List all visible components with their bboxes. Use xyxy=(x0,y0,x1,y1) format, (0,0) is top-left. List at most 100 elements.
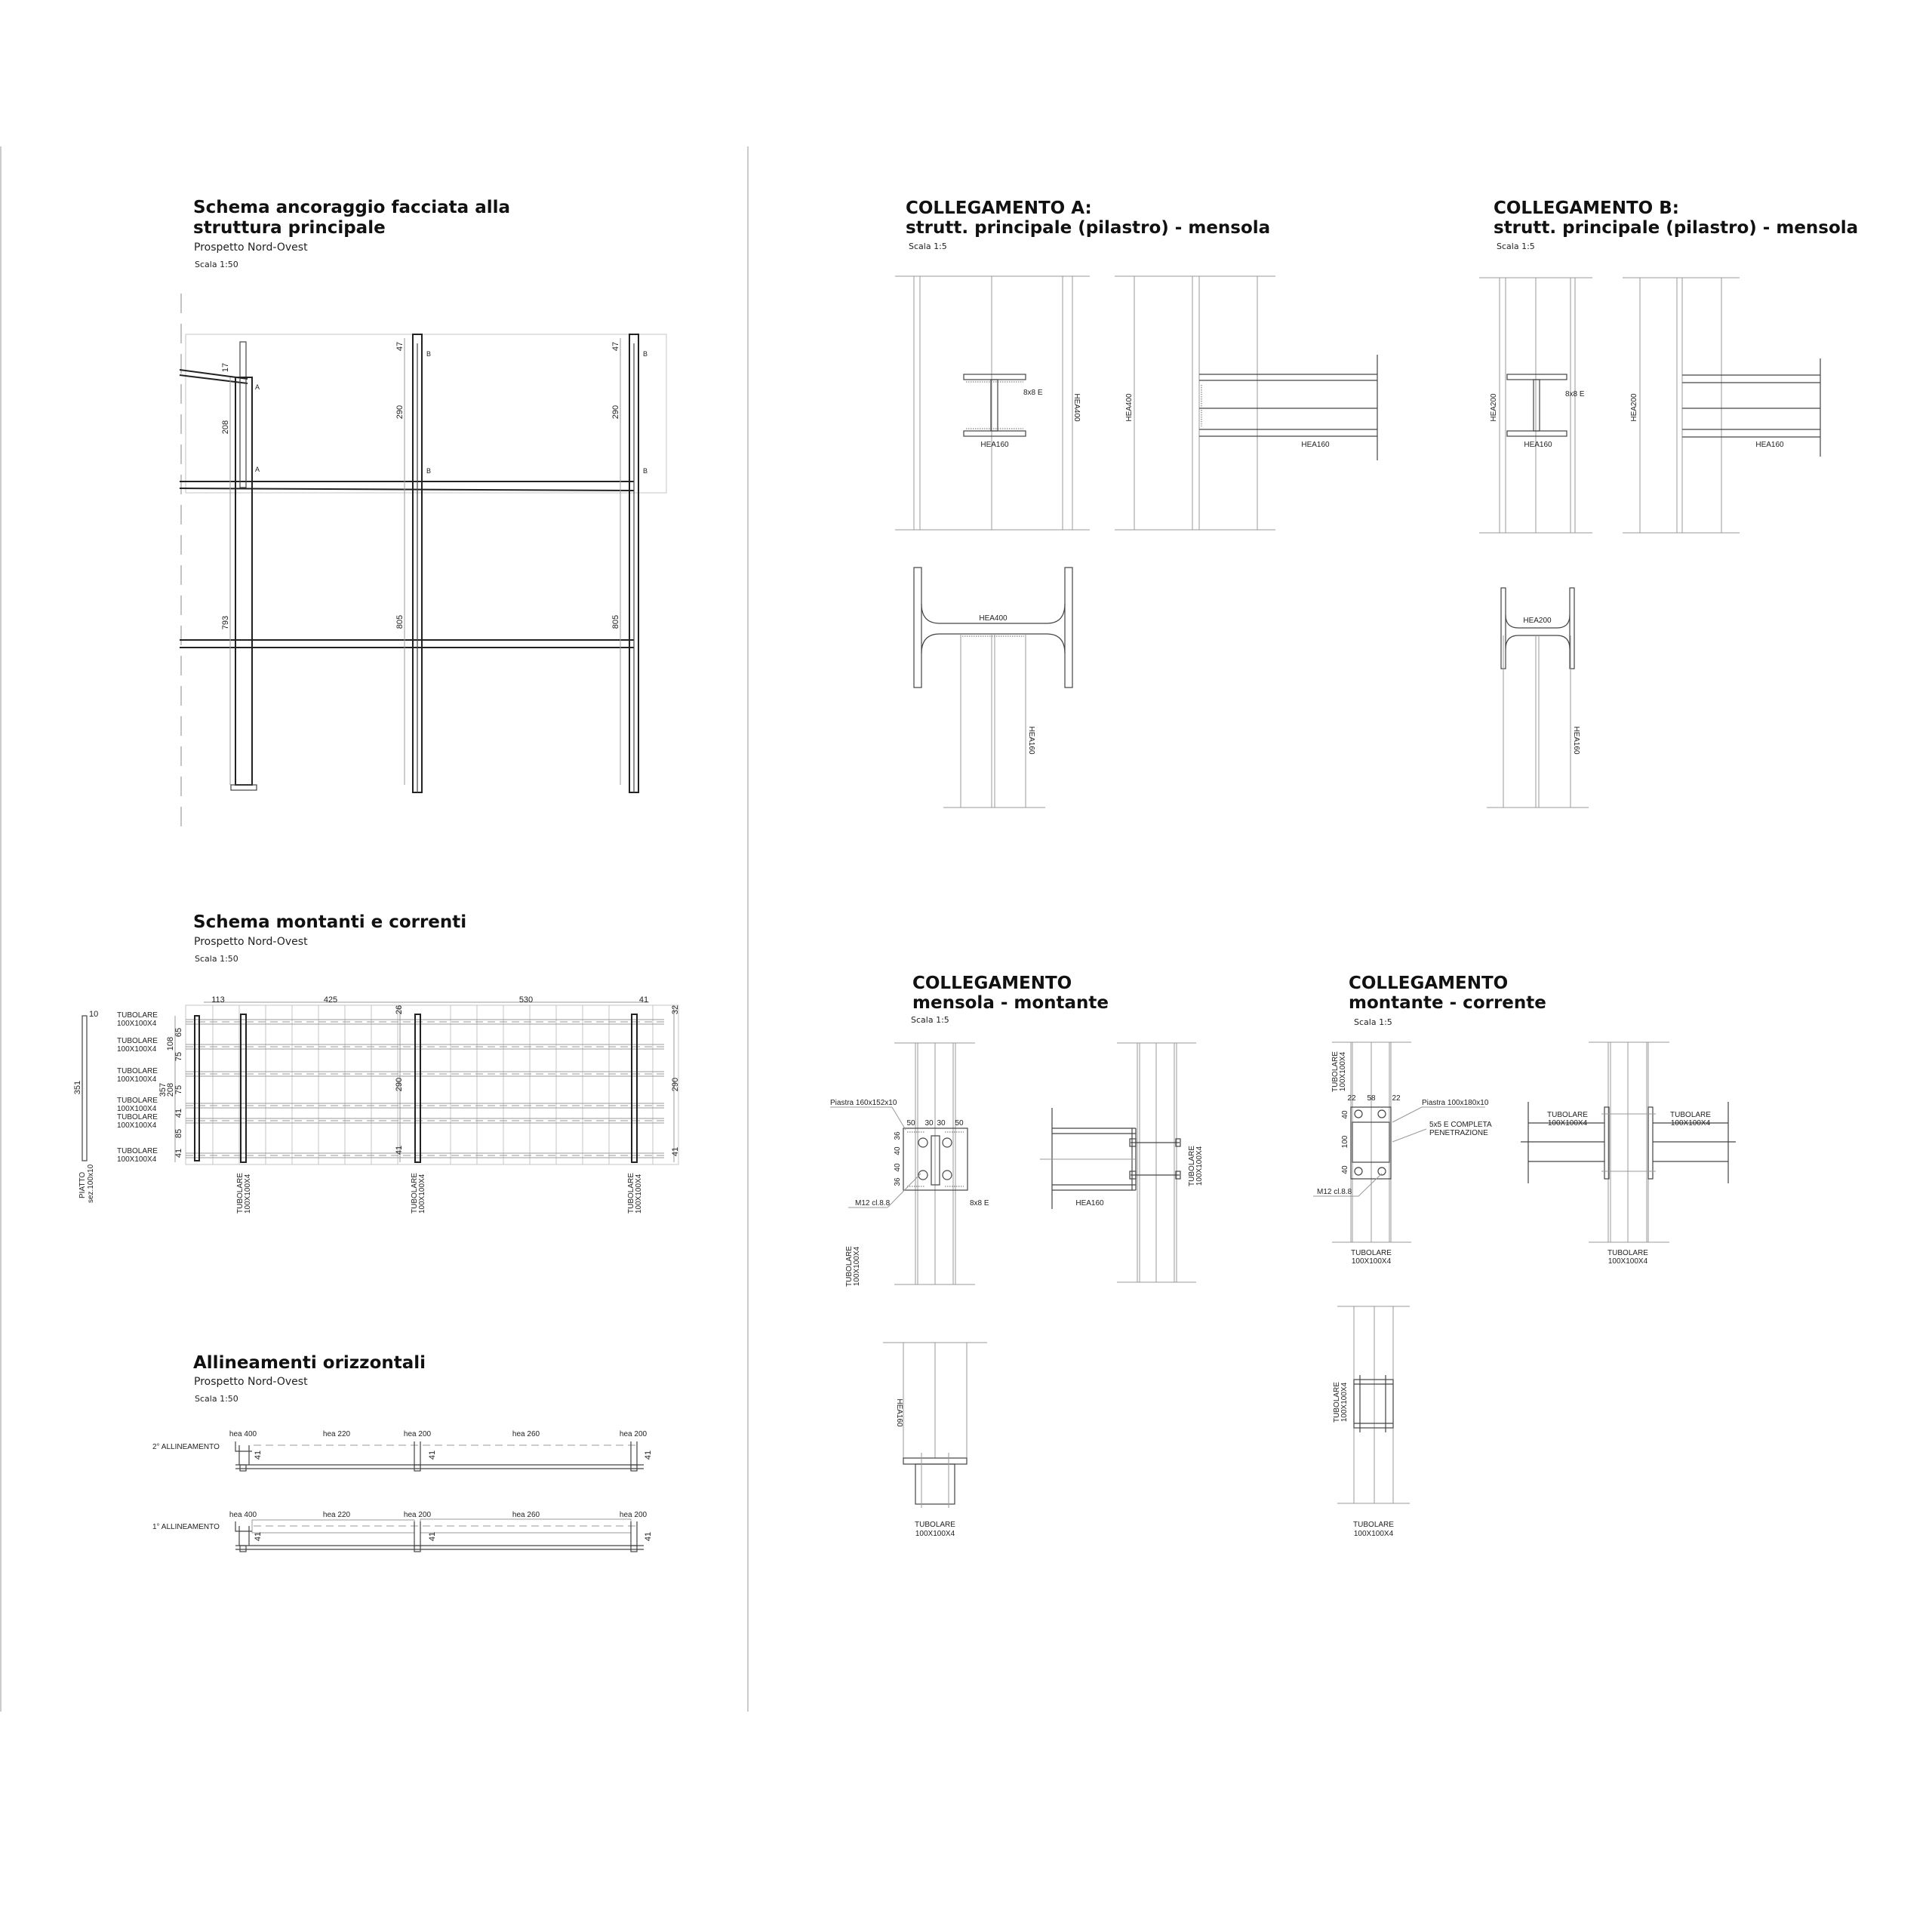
weld-label: 5x5 E COMPLETA xyxy=(1429,1121,1492,1129)
dimension-label: 10 xyxy=(89,1010,98,1019)
panel-anchorage: Schema ancoraggio facciata alla struttur… xyxy=(179,198,667,832)
dimension-label: 530 xyxy=(519,995,533,1004)
detail-title: strutt. principale (pilastro) - mensola xyxy=(1494,218,1858,238)
panel-title: Allineamenti orizzontali xyxy=(193,1353,426,1373)
rail-label: TUBOLARE xyxy=(117,1113,158,1121)
panel-uprights: Schema montanti e correnti Prospetto Nor… xyxy=(73,912,680,1214)
rail-labels: TUBOLARE 100X100X4 TUBOLARE 100X100X4 TU… xyxy=(117,1011,158,1164)
rail-label: TUBOLARE xyxy=(117,1147,158,1155)
row-label: 2° ALLINEAMENTO xyxy=(152,1443,220,1451)
rail-label: 100X100X4 xyxy=(117,1105,157,1113)
panel-subtitle: Prospetto Nord-Ovest xyxy=(194,936,308,948)
profile-label: hea 260 xyxy=(512,1511,540,1519)
elevation-drawing xyxy=(179,294,667,832)
weld-label: 8x8 E xyxy=(970,1199,989,1208)
dimension-label: 290 xyxy=(611,405,620,419)
dimension-label: 41 xyxy=(644,1451,653,1460)
detail-title: COLLEGAMENTO xyxy=(1349,974,1508,993)
dimension-label: 50 xyxy=(906,1119,915,1128)
tube-label: TUBOLARE xyxy=(845,1246,854,1287)
profile-label: hea 220 xyxy=(323,1430,351,1438)
tube-label: TUBOLARE xyxy=(1188,1146,1196,1186)
profile-label: HEA200 xyxy=(1523,617,1552,625)
profile-label: HEA400 xyxy=(1125,393,1134,422)
dimension-label: 208 xyxy=(166,1083,175,1097)
dimension-label: 41 xyxy=(428,1532,437,1541)
dimension-label: 425 xyxy=(324,995,337,1004)
bolt-icon xyxy=(1129,1138,1181,1180)
tube-label: TUBOLARE xyxy=(1547,1111,1588,1119)
dimension-label: 26 xyxy=(395,1005,404,1014)
tube-label: 100X100X4 xyxy=(853,1246,861,1286)
dimension-label: 85 xyxy=(174,1129,183,1138)
tube-label: 100X100X4 xyxy=(1352,1257,1392,1266)
detail-scale: Scala 1:5 xyxy=(1354,1017,1392,1027)
tube-label: TUBOLARE xyxy=(1331,1051,1340,1092)
profile-label: HEA160 xyxy=(1755,441,1784,449)
profile-label: HEA160 xyxy=(1075,1199,1104,1208)
panel-subtitle: Prospetto Nord-Ovest xyxy=(194,242,308,254)
bolt-label: M12 cl.8.8 xyxy=(855,1199,891,1208)
dimension-label: 41 xyxy=(671,1147,680,1156)
dimension-label: 30 xyxy=(924,1119,934,1128)
profile-label: HEA160 xyxy=(895,1398,903,1427)
tube-label: 100X100X4 xyxy=(1339,1051,1347,1091)
plate-label: Piastra 100x180x10 xyxy=(1422,1099,1489,1107)
detail-title: COLLEGAMENTO B: xyxy=(1494,198,1679,218)
detail-scale: Scala 1:5 xyxy=(909,242,947,251)
upright-label: 100X100X4 xyxy=(418,1174,426,1214)
dimension-label: 41 xyxy=(174,1109,183,1118)
panel-scale: Scala 1:50 xyxy=(195,954,238,964)
dimension-label: 40 xyxy=(894,1163,902,1172)
profile-label: hea 200 xyxy=(404,1430,432,1438)
profile-label: HEA200 xyxy=(1490,393,1498,422)
connection-marker-b: B xyxy=(643,467,648,475)
dimension-label: 40 xyxy=(894,1146,902,1155)
connection-marker-b: B xyxy=(426,350,431,358)
dimension-label: 36 xyxy=(894,1177,902,1186)
sheet-frame xyxy=(0,146,749,1712)
tube-label: 100X100X4 xyxy=(1548,1119,1588,1128)
dimension-label: 351 xyxy=(73,1081,82,1094)
detail-scale: Scala 1:5 xyxy=(911,1015,949,1025)
upright-label: TUBOLARE xyxy=(411,1173,419,1214)
bolt-icon xyxy=(1354,1109,1386,1176)
panel-alignments: Allineamenti orizzontali Prospetto Nord-… xyxy=(152,1353,653,1552)
dimension-label: 357 xyxy=(158,1083,168,1097)
dimension-label: 113 xyxy=(211,995,225,1004)
tube-label: TUBOLARE xyxy=(915,1521,955,1529)
panel-title: Schema montanti e correnti xyxy=(193,912,466,932)
dimension-label: 22 xyxy=(1347,1094,1356,1103)
dimension-label: 75 xyxy=(174,1052,183,1061)
dimension-label: 40 xyxy=(1341,1165,1349,1174)
alignment-row-2: 2° ALLINEAMENTO hea 400 hea 220 hea 200 … xyxy=(152,1430,653,1472)
connection-marker-a: A xyxy=(255,383,260,391)
detail-a: COLLEGAMENTO A: strutt. principale (pila… xyxy=(895,198,1378,808)
dimension-label: 290 xyxy=(395,405,405,419)
dimension-label: 30 xyxy=(937,1119,946,1128)
profile-label: hea 400 xyxy=(229,1511,257,1519)
tube-label: 100X100X4 xyxy=(1671,1119,1711,1128)
dimension-label: 41 xyxy=(639,995,648,1004)
tube-label: TUBOLARE xyxy=(1351,1249,1392,1257)
detail-title: COLLEGAMENTO xyxy=(912,974,1072,993)
dimension-label: 290 xyxy=(395,1078,404,1091)
profile-label: hea 260 xyxy=(512,1430,540,1438)
upright-labels: TUBOLARE 100X100X4 TUBOLARE 100X100X4 TU… xyxy=(78,1164,643,1214)
rail-label: 100X100X4 xyxy=(117,1020,157,1028)
dimension-label: 47 xyxy=(611,342,620,351)
uprights-drawing xyxy=(82,1001,679,1165)
dimension-label: 805 xyxy=(611,615,620,629)
dimension-label: 36 xyxy=(894,1131,902,1140)
profile-label: HEA160 xyxy=(1524,441,1552,449)
rail-label: TUBOLARE xyxy=(117,1037,158,1045)
rail-label: TUBOLARE xyxy=(117,1097,158,1105)
detail-title: mensola - montante xyxy=(912,993,1109,1013)
dimension-label: 41 xyxy=(395,1146,404,1155)
upright-label: 100X100X4 xyxy=(244,1174,252,1214)
detail-title: COLLEGAMENTO A: xyxy=(906,198,1092,218)
connection-marker-b: B xyxy=(426,467,431,475)
panel-scale: Scala 1:50 xyxy=(195,260,238,269)
upright-label: 100X100X4 xyxy=(635,1174,643,1214)
profile-label: HEA400 xyxy=(979,614,1008,623)
